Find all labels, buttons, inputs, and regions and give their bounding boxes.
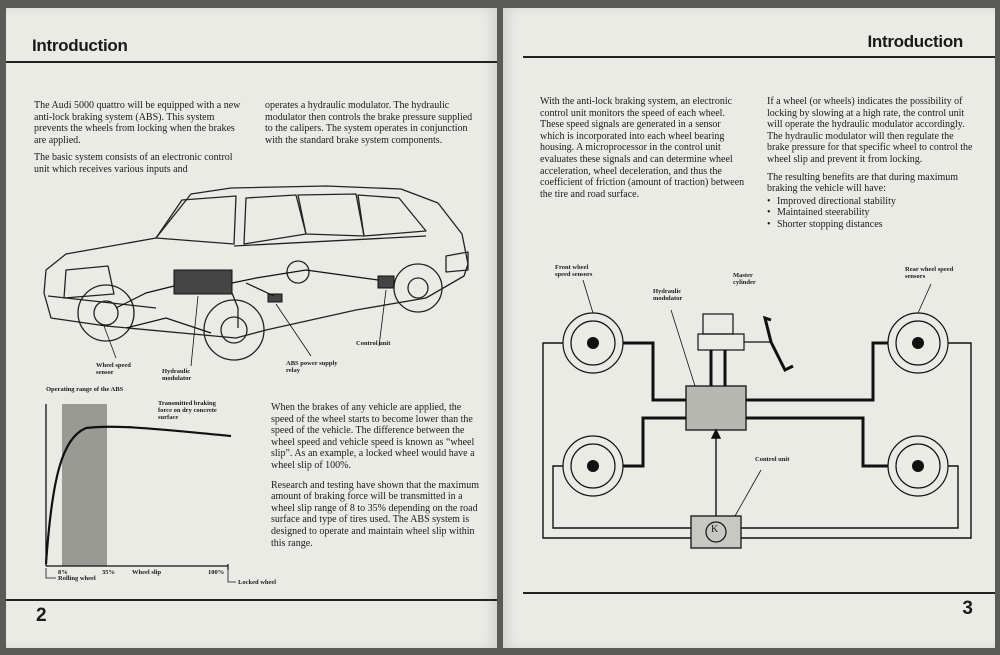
operating-range-label: Operating range of the ABS — [46, 386, 124, 393]
wheel-speed-sensor-label: Wheel speed sensor — [96, 362, 131, 377]
master-cylinder — [697, 333, 745, 351]
paragraph: operates a hydraulic modulator. The hydr… — [265, 100, 473, 146]
rolling-wheel-label: Rolling wheel — [58, 575, 96, 582]
page-header: Introduction — [32, 36, 128, 55]
tick-100: 100% — [208, 569, 225, 576]
hydraulic-modulator-label: Hydraulic modulator — [653, 288, 683, 303]
car-illustration — [43, 185, 469, 367]
left-page: Introduction The Audi 5000 quattro will … — [6, 8, 497, 648]
footer-rule — [523, 592, 995, 594]
hydraulic-modulator-block — [685, 385, 747, 431]
page-number: 2 — [36, 605, 47, 626]
page-header: Introduction — [867, 32, 963, 51]
tick-8: 8% — [58, 569, 68, 576]
wheel-slip-text: When the brakes of any vehicle are appli… — [271, 402, 483, 555]
paragraph: The resulting benefits are that during m… — [767, 171, 959, 195]
rear-sensors-label: Rear wheel speed sensors — [905, 266, 954, 281]
intro-column-2: If a wheel (or wheels) indicates the pos… — [767, 96, 977, 231]
control-unit-symbol: K — [711, 524, 719, 535]
list-item: Shorter stopping distances — [767, 219, 977, 231]
list-item: Maintained steerability — [767, 207, 977, 219]
master-cylinder-label: Master cylinder — [733, 272, 756, 287]
transmitted-force-label: Transmitted braking force on dry concret… — [158, 400, 217, 422]
braking-force-graph — [44, 404, 236, 583]
header-rule — [6, 61, 497, 63]
intro-column-1: The Audi 5000 quattro will be equipped w… — [34, 100, 244, 182]
list-item: Improved directional stability — [767, 196, 977, 208]
tick-35: 35% — [102, 569, 115, 576]
right-page: Introduction With the anti-lock braking … — [503, 8, 995, 648]
control-unit-box — [690, 515, 742, 549]
header-rule — [523, 56, 995, 58]
x-axis-label: Wheel slip — [132, 569, 162, 576]
page-number: 3 — [962, 598, 973, 619]
paragraph: The Audi 5000 quattro will be equipped w… — [34, 100, 241, 146]
abs-system-diagram — [542, 279, 972, 549]
locked-wheel-label: Locked wheel — [238, 579, 277, 586]
force-curve — [44, 425, 232, 565]
paragraph: With the anti-lock braking system, an el… — [540, 96, 745, 200]
paragraph: When the brakes of any vehicle are appli… — [271, 402, 475, 471]
footer-rule — [6, 599, 497, 601]
benefits-list: Improved directional stability Maintaine… — [767, 196, 977, 231]
intro-column-2: operates a hydraulic modulator. The hydr… — [265, 100, 475, 152]
paragraph: Research and testing have shown that the… — [271, 479, 480, 549]
paragraph: The basic system consists of an electron… — [34, 152, 233, 175]
paragraph: If a wheel (or wheels) indicates the pos… — [767, 96, 973, 165]
front-sensors-label: Front wheel speed sensors — [555, 264, 593, 279]
hydraulic-modulator-label: Hydraulic modulator — [162, 368, 192, 383]
control-unit-label: Control unit — [755, 456, 790, 463]
intro-column-1: With the anti-lock braking system, an el… — [540, 96, 745, 206]
control-unit-label: Control unit — [356, 340, 391, 347]
abs-operating-range-band — [62, 404, 107, 566]
abs-power-supply-relay-label: ABS power supply relay — [286, 360, 338, 375]
